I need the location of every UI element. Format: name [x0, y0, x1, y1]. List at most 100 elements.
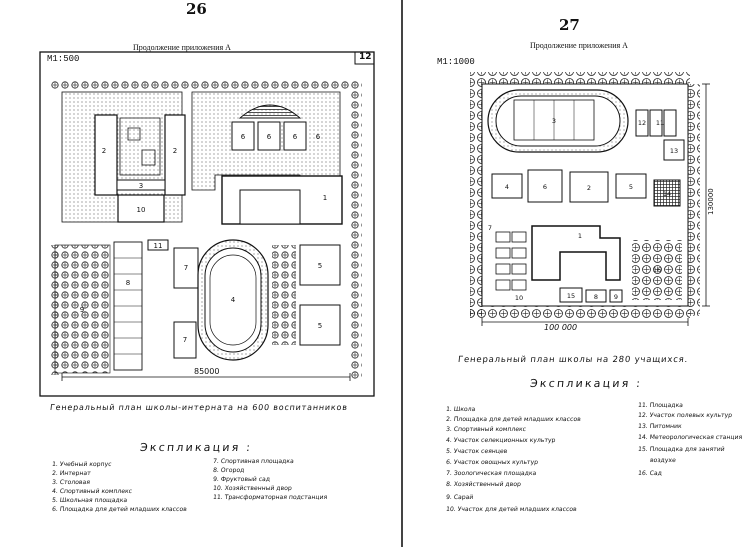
left-pavilion-6b	[257, 121, 281, 151]
left-building-2a	[94, 114, 118, 196]
right-plot-2	[569, 171, 609, 203]
left-legend-item: 10. Хозяйственный двор	[212, 485, 293, 492]
right-school-building-1	[531, 225, 621, 281]
right-label-5: 5	[629, 183, 633, 191]
left-page: 2 6 Продолжение приложения А	[39, 0, 375, 513]
left-scale: M1:500	[47, 54, 80, 64]
right-label-9: 9	[614, 293, 618, 301]
right-plot-6	[527, 169, 563, 203]
left-orchard-9	[54, 244, 111, 374]
right-junior-plots-10	[495, 231, 527, 291]
left-building-2b	[164, 114, 186, 196]
right-nursery-13	[663, 139, 685, 161]
left-label-5b: 5	[318, 322, 322, 330]
right-legend-item: 9. Сарай	[445, 494, 474, 501]
left-label-6a: 6	[241, 133, 246, 141]
right-meteo-14	[653, 179, 681, 207]
left-dimension-value: 85000	[194, 367, 220, 376]
left-label-5a: 5	[318, 262, 322, 270]
left-label-2a: 2	[102, 147, 106, 155]
right-label-13: 13	[670, 147, 678, 155]
left-building-3	[116, 179, 166, 191]
right-label-14: 14	[663, 190, 671, 198]
left-legend-item: 6. Площадка для детей младших классов	[51, 506, 188, 513]
left-sports-ground-7a	[173, 247, 199, 289]
right-label-6: 6	[543, 183, 547, 191]
left-legend-item: 7. Спортивная площадка	[212, 458, 295, 465]
right-plan-title: Генеральный план школы на 280 учащихся.	[457, 355, 689, 365]
right-label-12: 12	[638, 119, 646, 127]
right-label-1: 1	[578, 232, 582, 240]
book-binding-line	[401, 0, 403, 547]
left-legend-item: 1. Учебный корпус	[51, 461, 112, 468]
right-legend-item: 12. Участок полевых культур	[637, 412, 733, 419]
left-plan-title: Генеральный план школы-интерната на 600 …	[49, 403, 349, 412]
left-school-ground-5b	[299, 304, 341, 346]
right-legend-item: 5. Участок сеянцев	[445, 448, 508, 455]
left-legend-item: 8. Огород	[212, 467, 245, 474]
right-plot-4	[491, 173, 523, 199]
right-label-15: 15	[567, 292, 575, 300]
right-legend-item: 2. Площадка для детей младших классов	[445, 416, 582, 423]
left-label-8: 8	[126, 279, 130, 287]
left-vegetable-garden-8	[113, 241, 143, 371]
right-tree-belt-left	[470, 84, 482, 316]
right-field-crops-12	[635, 109, 677, 137]
left-continuation-note: Продолжение приложения А	[133, 43, 231, 52]
right-continuation-note: Продолжение приложения А	[530, 41, 628, 50]
right-legend-item: 14. Метеорологическая станция	[637, 434, 743, 441]
right-plot-5	[615, 173, 647, 199]
right-legend-item: 11. Площадка	[637, 402, 684, 409]
left-label-7a: 7	[184, 264, 188, 272]
right-dimension-vertical: 130000	[707, 188, 715, 215]
right-legend-item: 13. Питомник	[637, 423, 683, 430]
left-legend-item: 2. Интернат	[51, 470, 92, 477]
right-legend-item: воздухе	[649, 457, 677, 464]
right-legend-item: 15. Площадка для занятий	[637, 446, 726, 453]
left-label-1: 1	[323, 194, 327, 202]
right-shed-9	[609, 289, 623, 303]
right-label-8: 8	[594, 293, 598, 301]
right-label-3: 3	[552, 117, 556, 125]
left-arch-pavilion	[238, 104, 302, 119]
left-sheet-mark: 12	[359, 52, 372, 62]
right-yard-8	[585, 289, 607, 303]
left-legend-item: 9. Фруктовый сад	[212, 476, 271, 483]
right-tree-belt-bottom	[470, 306, 690, 318]
right-legend-item: 8. Хозяйственный двор	[445, 481, 522, 488]
right-ground-15	[559, 287, 583, 303]
right-legend-heading: Экспликация :	[529, 377, 643, 390]
left-tree-belt-top	[50, 80, 350, 90]
left-label-4: 4	[231, 296, 236, 304]
left-legend-item: 11. Трансформаторная подстанция	[212, 494, 328, 501]
right-orchard-16	[632, 240, 682, 300]
left-pavilion-6c	[283, 121, 307, 151]
left-wing-1	[239, 189, 301, 225]
left-label-9: 9	[80, 306, 84, 314]
left-label-7b: 7	[183, 336, 187, 344]
right-tree-belt-top	[470, 72, 690, 84]
left-label-6c: 6	[293, 133, 298, 141]
left-pavilion-6a	[231, 121, 255, 151]
left-building-11	[147, 239, 169, 251]
right-legend-item: 7. Зоологическая площадка	[445, 470, 537, 477]
left-stadium-field	[209, 254, 257, 346]
left-courtyard-parterre	[119, 117, 161, 176]
right-legend-item: 10. Участок для детей младших классов	[445, 506, 578, 513]
left-legend-item: 4. Спортивный комплекс	[51, 488, 133, 495]
right-label-11: 11	[656, 119, 664, 127]
left-legend-heading: Экспликация :	[139, 441, 253, 454]
right-site-boundary	[481, 83, 689, 307]
left-trees-east	[272, 245, 296, 345]
right-label-16: 16	[653, 266, 661, 274]
right-label-2: 2	[587, 184, 591, 192]
right-legend-item: 6. Участок овощных культур	[445, 459, 539, 466]
right-legend-item: 16. Сад	[637, 470, 663, 477]
left-school-ground-5a	[299, 244, 341, 286]
left-plan-frame	[39, 51, 375, 397]
right-scale: M1:1000	[437, 57, 475, 67]
left-label-3: 3	[139, 182, 143, 190]
left-site-plan: 2 2 3 10 6 6 6 6 1 11 8 7 7 4 5 5 9	[39, 51, 375, 397]
right-label-7: 7	[488, 224, 492, 232]
right-page: 2 7 Продолжение приложения А M1:1000	[410, 0, 753, 547]
